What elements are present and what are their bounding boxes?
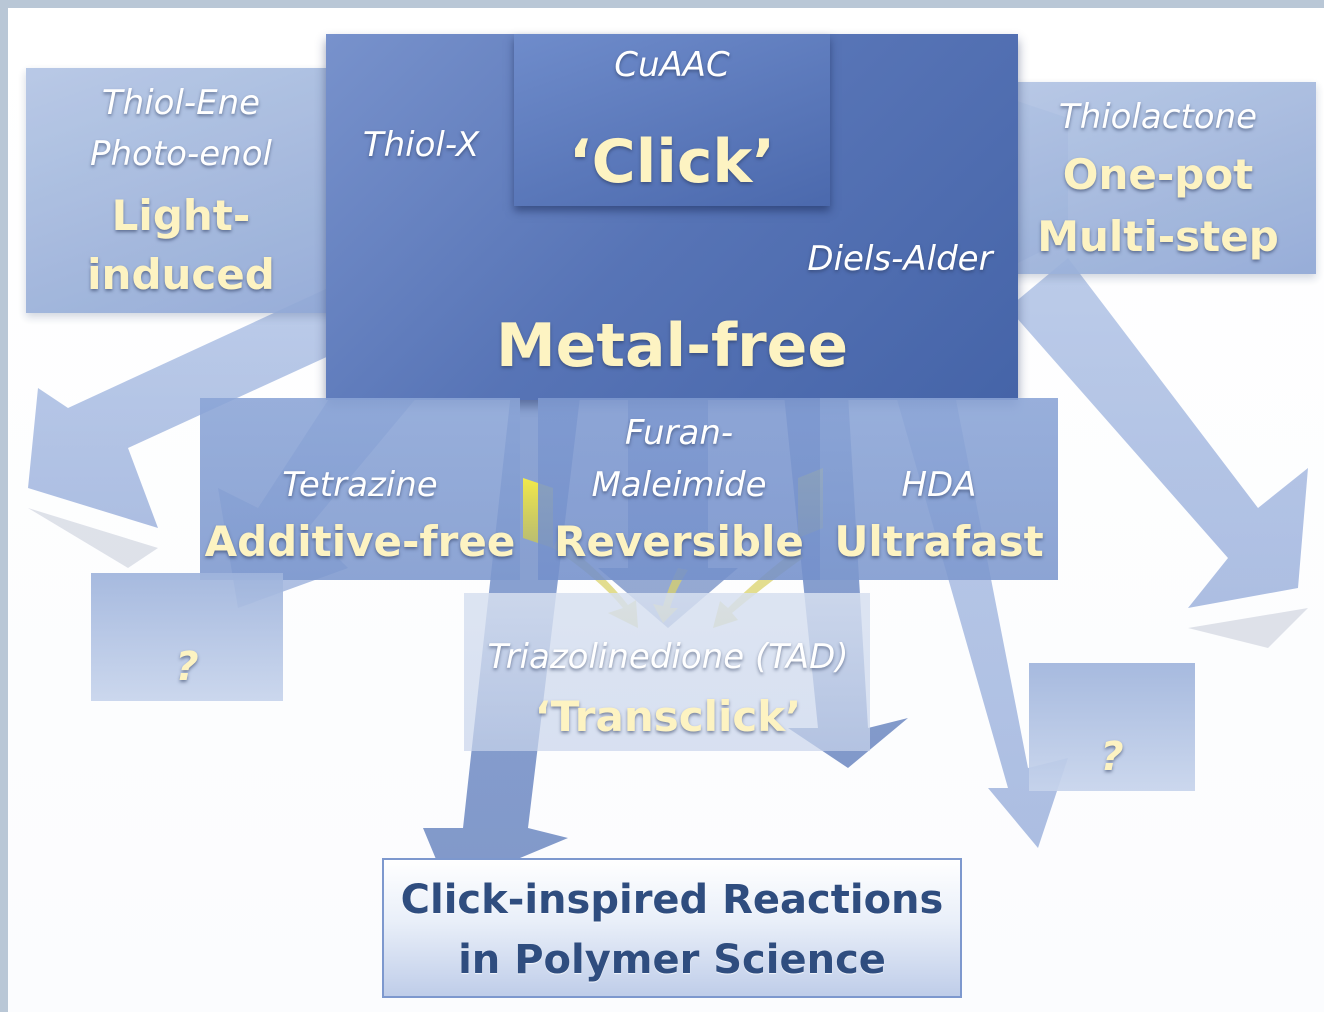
label-tetrazine: Tetrazine (282, 465, 438, 505)
label-thiol-x: Thiol-X (362, 125, 480, 165)
label-additive-free: Additive-free (204, 517, 516, 566)
label-light: Light- (111, 191, 251, 240)
label-induced: induced (87, 250, 275, 299)
label-thiol-ene: Thiol-Ene (101, 83, 261, 123)
unknown-box-left (91, 573, 283, 701)
label-reversible: Reversible (554, 517, 804, 566)
furan-maleimide-box (538, 398, 820, 580)
label-one-pot: One-pot (1062, 150, 1254, 199)
label-unknown-left: ? (175, 644, 199, 690)
label-unknown-right: ? (1100, 734, 1124, 780)
arrow-shadow-right (1188, 608, 1308, 648)
hda-box (820, 398, 1058, 580)
unknown-box-right (1029, 663, 1195, 791)
label-furan: Furan- (624, 413, 734, 453)
arrow-left-far (28, 288, 368, 528)
label-metal-free: Metal-free (495, 311, 849, 381)
label-transclick: ‘Transclick’ (534, 692, 802, 741)
label-thiolactone: Thiolactone (1058, 97, 1258, 137)
label-maleimide: Maleimide (591, 465, 767, 505)
title-line-2: in Polymer Science (458, 937, 886, 983)
tetrazine-box (200, 398, 520, 580)
label-click: ‘Click’ (568, 127, 776, 197)
label-ultrafast: Ultrafast (834, 517, 1044, 566)
light-induced-box (26, 68, 336, 313)
one-pot-box (1000, 82, 1316, 274)
cuaac-box (514, 34, 830, 206)
label-cuaac: CuAAC (614, 45, 730, 85)
label-hda: HDA (901, 465, 977, 505)
title-box (382, 858, 962, 998)
arrow-shadow-left (28, 508, 158, 568)
label-multi-step: Multi-step (1037, 212, 1279, 261)
title-line-1: Click-inspired Reactions (400, 877, 944, 923)
label-diels-alder: Diels-Alder (807, 239, 993, 279)
diagram-canvas: Thiol-Ene Photo-enol Light- induced Thio… (8, 8, 1324, 1012)
label-photo-enol: Photo-enol (90, 134, 272, 174)
label-triazolinedione: Triazolinedione (TAD) (487, 637, 849, 677)
arrow-right-far (1008, 258, 1308, 608)
tad-box (464, 593, 870, 751)
